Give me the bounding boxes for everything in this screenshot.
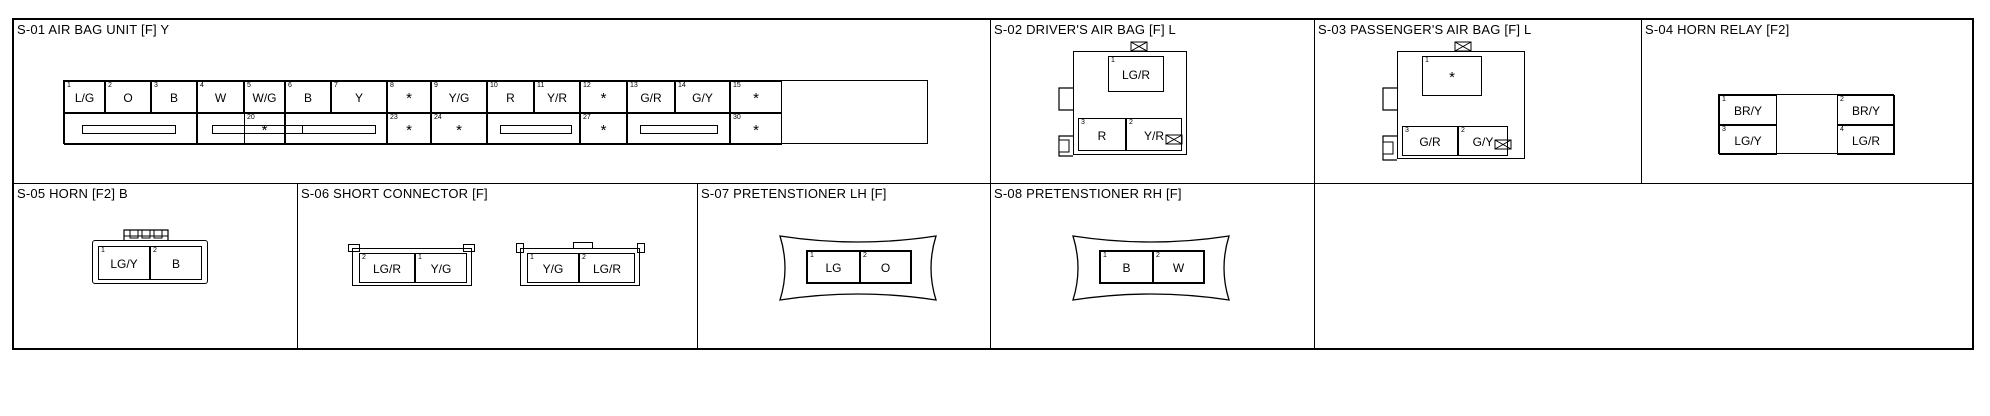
empty-cell [1315,184,1974,350]
s08-housing-shape [1072,235,1230,301]
connector-s07-title: S-07 PRETENSTIONER LH [F] [701,186,887,201]
pin-s01-27: 27* [580,113,627,145]
connector-s01-title: S-01 AIR BAG UNIT [F] Y [17,22,170,37]
pin-s01-slot-e [627,113,730,145]
pin-s01-20: 20* [244,113,285,145]
pin-s01-12: 12* [580,81,627,113]
s03-latch-shape [1382,41,1512,161]
pin-s03-1: 1* [1422,56,1482,96]
connector-s04-title: S-04 HORN RELAY [F2] [1645,22,1790,37]
connector-s05-title: S-05 HORN [F2] B [17,186,128,201]
pin-s01-23: 23* [387,113,431,145]
s02-latch-shape [1058,41,1183,157]
pin-s01-15: 15* [730,81,782,113]
pin-s01-24: 24* [431,113,487,145]
pin-s01-30: 30* [730,113,782,145]
s05-latch-shape [123,229,169,240]
pin-s01-8: 8* [387,81,431,113]
pin-s01-slot-d [487,113,580,145]
connector-s02-title: S-02 DRIVER'S AIR BAG [F] L [994,22,1176,37]
pin-s01-slot-a [64,113,197,145]
connector-s08-title: S-08 PRETENSTIONER RH [F] [994,186,1182,201]
s07-housing-shape [779,235,937,301]
connector-s03-title: S-03 PASSENGER'S AIR BAG [F] L [1318,22,1532,37]
connector-s06-title: S-06 SHORT CONNECTOR [F] [301,186,488,201]
pin-s01-slot-c [285,113,387,145]
